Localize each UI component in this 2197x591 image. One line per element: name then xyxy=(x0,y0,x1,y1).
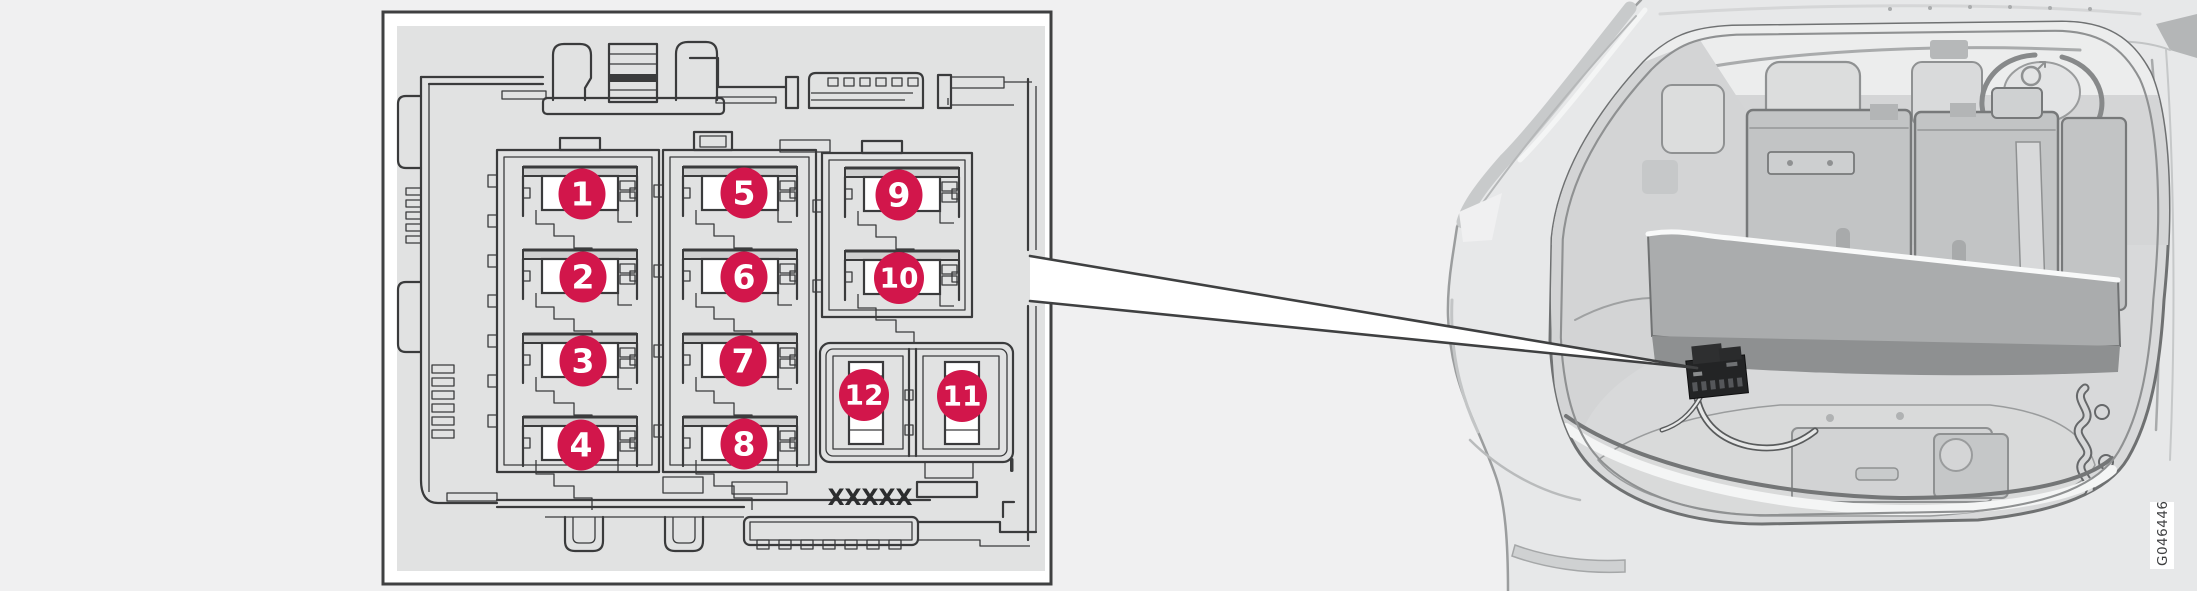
bank-edge-teeth xyxy=(487,174,823,438)
roof-edge xyxy=(1658,4,2142,16)
svg-text:10: 10 xyxy=(880,262,919,295)
svg-text:2: 2 xyxy=(572,258,595,297)
callout-9: 9 xyxy=(875,169,923,221)
panel-background xyxy=(397,26,1045,571)
callout-badges: 1 2 3 4 5 6 7 xyxy=(557,167,987,471)
svg-text:1: 1 xyxy=(571,175,594,214)
location-pointer-wedge xyxy=(1028,254,1699,370)
svg-text:8: 8 xyxy=(733,425,756,464)
rail-step xyxy=(501,90,547,100)
fusebox-diagram-panel: XXXXX 1 2 3 4 5 xyxy=(381,10,1053,586)
callout-7: 7 xyxy=(719,335,767,387)
callout-5: 5 xyxy=(720,167,768,219)
svg-text:12: 12 xyxy=(845,379,884,412)
callout-11: 11 xyxy=(937,370,987,422)
connector-teeth xyxy=(827,77,919,87)
pillar-shading xyxy=(1456,1,1637,229)
bumper-reflector-slot xyxy=(1511,544,1626,574)
callout-10: 10 xyxy=(874,252,924,304)
svg-text:9: 9 xyxy=(888,176,911,215)
part-number-label: XXXXX xyxy=(828,486,913,511)
callout-4: 4 xyxy=(557,419,605,471)
rearview-mirror xyxy=(1930,40,1968,59)
callout-12: 12 xyxy=(839,369,889,421)
headrest-left xyxy=(1661,84,1725,154)
bank-2 xyxy=(661,148,818,474)
cover-shadow xyxy=(1652,336,2120,376)
bottom-housing xyxy=(495,458,1038,553)
left-comb-upper xyxy=(405,187,422,244)
callout-6: 6 xyxy=(720,251,768,303)
bumper-crease-1 xyxy=(1450,298,1480,434)
pillar-highlight xyxy=(1517,7,1648,163)
callout-8: 8 xyxy=(720,418,768,470)
exclaim-tick xyxy=(1010,458,1014,472)
hinge-detail xyxy=(1870,104,1898,120)
roof-sensor-dots xyxy=(1888,5,2092,11)
left-rails xyxy=(419,75,545,86)
callout-2: 2 xyxy=(559,251,607,303)
latch-plate xyxy=(1767,151,1855,175)
svg-text:6: 6 xyxy=(733,258,756,297)
callout-1: 1 xyxy=(558,168,606,220)
speaker-grille xyxy=(1642,160,1678,194)
roof-rail-end xyxy=(2156,14,2197,58)
bumper-crease-2 xyxy=(1468,438,1582,502)
aperture-seal-ring xyxy=(1559,29,2160,517)
svg-text:11: 11 xyxy=(943,380,982,413)
callout-3: 3 xyxy=(559,335,607,387)
svg-text:7: 7 xyxy=(732,342,755,381)
volvo-logo-icon xyxy=(2020,61,2046,87)
car-illustration xyxy=(1446,0,2197,591)
svg-text:5: 5 xyxy=(733,174,756,213)
rear-fuse-box xyxy=(1685,343,1749,400)
figure-code-label: G046446 xyxy=(2150,501,2174,569)
quarter-window-notch xyxy=(1459,193,1502,242)
right-body-crease xyxy=(2165,49,2175,461)
top-right-connector xyxy=(688,56,1032,110)
bottom-connector-strip xyxy=(742,515,920,550)
figure-code-text: G046446 xyxy=(2155,501,2171,567)
svg-text:3: 3 xyxy=(572,342,595,381)
aperture-seal-bottom xyxy=(1564,414,2114,500)
hinge-detail xyxy=(1950,103,1976,117)
hatch-handle xyxy=(1855,467,1899,481)
left-housing-edge xyxy=(396,75,499,505)
svg-text:4: 4 xyxy=(570,426,593,465)
left-comb-lower xyxy=(431,364,455,439)
wiring-harness xyxy=(1659,394,1819,452)
seat-latch-handle xyxy=(1991,87,2043,119)
cargo-interior xyxy=(1550,22,2169,517)
top-latch xyxy=(541,40,726,116)
